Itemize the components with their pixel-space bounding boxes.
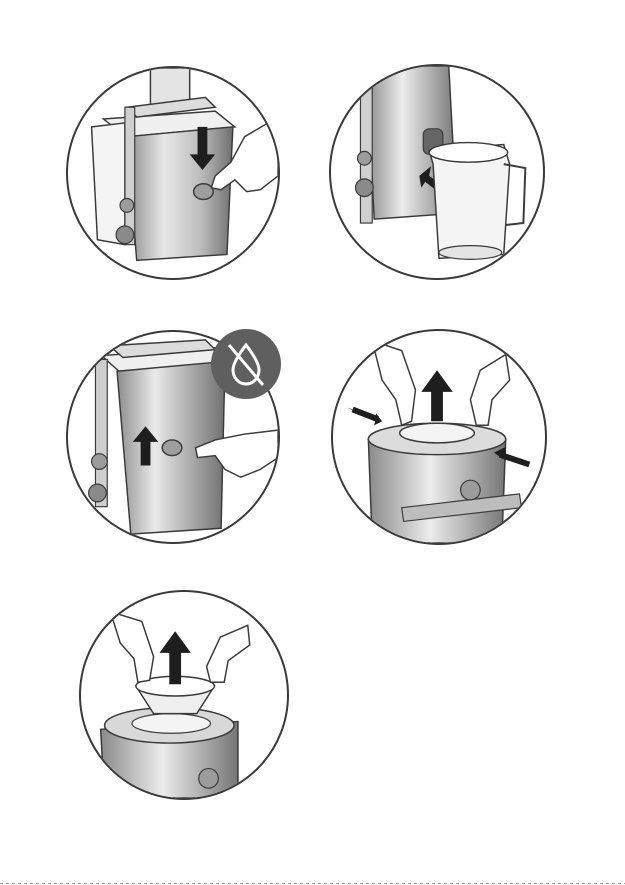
- no-water-icon: [211, 329, 281, 399]
- no-water-badge: [211, 329, 281, 399]
- step-5-illustration: [79, 590, 289, 800]
- step-1-illustration: [66, 66, 280, 280]
- step-2-illustration: [329, 64, 545, 280]
- step-4-illustration: [331, 329, 547, 545]
- crop-line: [0, 883, 625, 884]
